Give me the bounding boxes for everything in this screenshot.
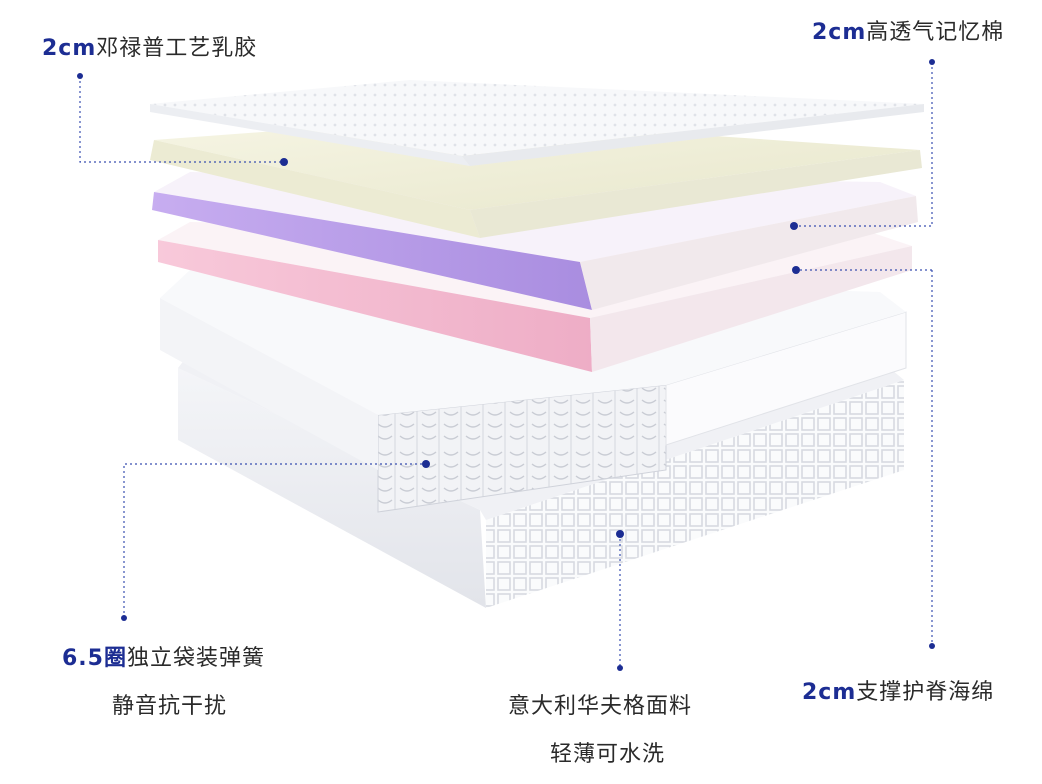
label-spring-text: 独立袋装弹簧 — [127, 646, 266, 671]
dot-marker-icon — [121, 615, 127, 621]
label-spring-line2: 静音抗干扰 — [112, 694, 228, 719]
dot-marker-icon — [616, 530, 624, 538]
label-latex-thickness: 2cm — [42, 36, 97, 61]
waffle-fabric-side — [486, 380, 904, 608]
label-latex: 2cm邓禄普工艺乳胶 — [42, 30, 257, 62]
label-memory-foam-thickness: 2cm — [812, 20, 867, 45]
label-spring: 6.5圈独立袋装弹簧 — [62, 640, 265, 672]
top-cover-layer — [150, 80, 924, 166]
dot-marker-icon — [280, 158, 288, 166]
dot-marker-icon — [929, 59, 935, 65]
dot-marker-icon — [792, 266, 800, 274]
label-spine-foam-text: 支撑护脊海绵 — [856, 680, 995, 705]
dot-marker-icon — [77, 73, 83, 79]
dot-marker-icon — [422, 460, 430, 468]
label-memory-foam-text: 高透气记忆棉 — [866, 20, 1005, 45]
label-latex-text: 邓禄普工艺乳胶 — [96, 36, 258, 61]
dot-marker-icon — [929, 643, 935, 649]
label-spine-foam-thickness: 2cm — [802, 680, 857, 705]
markers — [77, 59, 935, 671]
leader-line-memory-foam — [794, 62, 933, 227]
label-fabric: 意大利华夫格面料 — [508, 694, 693, 719]
leader-lines — [79, 62, 933, 668]
label-spine-foam: 2cm支撑护脊海绵 — [802, 674, 994, 706]
label-spring-unit: 圈 — [103, 646, 127, 671]
leader-line-spring — [123, 463, 426, 618]
label-fabric-line2: 轻薄可水洗 — [550, 742, 666, 767]
label-spring-turns: 6.5 — [62, 646, 104, 671]
dot-marker-icon — [790, 222, 798, 230]
dot-marker-icon — [617, 665, 623, 671]
label-memory-foam: 2cm高透气记忆棉 — [812, 14, 1004, 46]
leader-line-latex — [79, 76, 284, 163]
base-left-side — [178, 368, 486, 608]
